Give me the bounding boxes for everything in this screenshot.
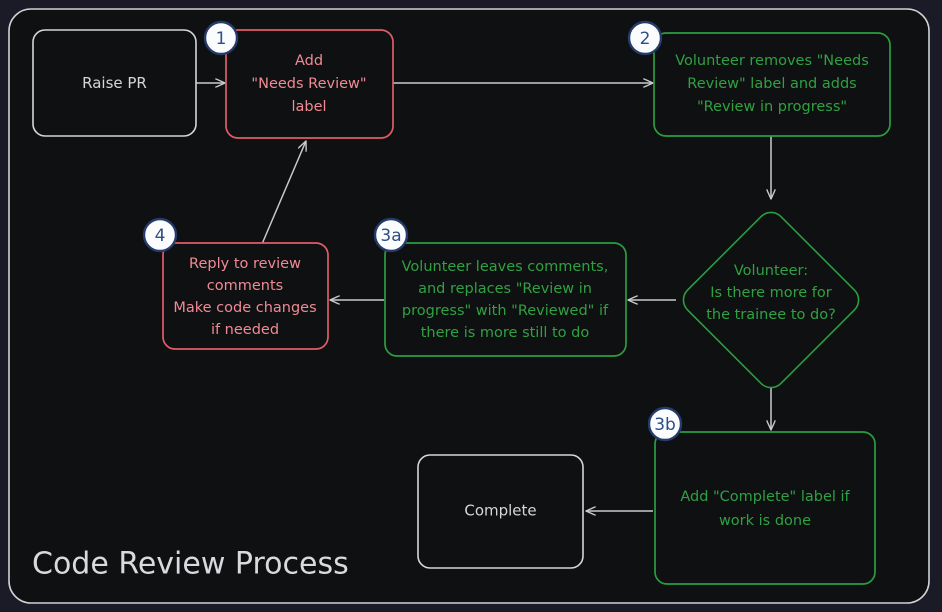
add-complete-label-node[interactable]: Add "Complete" label if work is done (654, 431, 876, 585)
add-complete-line-2: work is done (719, 513, 811, 529)
complete-node[interactable]: Complete (417, 454, 584, 569)
decision-more-work-node[interactable]: Volunteer: Is there more for the trainee… (678, 207, 865, 394)
volunteer-comments-box[interactable] (384, 242, 627, 357)
volunteer-removes-line-3: "Review in progress" (697, 99, 847, 115)
volunteer-removes-label-node[interactable]: Volunteer removes "Needs Review" label a… (653, 32, 891, 137)
reply-line-2: comments (207, 278, 283, 294)
badge-2-circle[interactable] (627, 20, 663, 56)
complete-label: Complete (464, 502, 536, 520)
reply-line-1: Reply to review (189, 256, 301, 272)
volunteer-removes-box[interactable] (653, 32, 891, 137)
add-needs-review-label-node[interactable]: Add "Needs Review" label (225, 29, 394, 139)
volunteer-comments-line-3: progress" with "Reviewed" if (402, 303, 609, 319)
volunteer-leaves-comments-node[interactable]: Volunteer leaves comments, and replaces … (384, 242, 627, 357)
badge-3b-label: 3b (654, 415, 676, 435)
volunteer-comments-line-1: Volunteer leaves comments, (402, 259, 609, 275)
complete-box[interactable] (417, 454, 584, 569)
badge-1[interactable]: 1 (203, 20, 239, 56)
volunteer-comments-line-4: there is more still to do (421, 325, 590, 341)
raise-pr-box[interactable] (32, 29, 197, 137)
volunteer-removes-line-1: Volunteer removes "Needs (675, 53, 869, 69)
badge-3b-circle[interactable] (647, 406, 683, 442)
volunteer-comments-line-2: and replaces "Review in (418, 281, 592, 297)
edge-reply-to-add-needs-review (261, 141, 306, 245)
badge-2-label: 2 (640, 29, 651, 49)
badge-3a[interactable]: 3a (373, 217, 409, 253)
decision-diamond-shape[interactable] (678, 207, 865, 394)
reply-line-3: Make code changes (173, 300, 316, 316)
volunteer-removes-line-2: Review" label and adds (687, 76, 856, 92)
add-complete-line-1: Add "Complete" label if (680, 489, 850, 505)
decision-line-1: Volunteer: (734, 263, 808, 279)
add-needs-review-box[interactable] (225, 29, 394, 139)
badge-4-circle[interactable] (142, 217, 178, 253)
decision-line-3: the trainee to do? (706, 307, 836, 323)
add-needs-review-line-1: Add (295, 53, 323, 69)
badge-2[interactable]: 2 (627, 20, 663, 56)
reply-to-review-comments-node[interactable]: Reply to review comments Make code chang… (162, 242, 329, 350)
badge-3b[interactable]: 3b (647, 406, 683, 442)
badge-3a-circle[interactable] (373, 217, 409, 253)
badge-4-label: 4 (155, 226, 166, 246)
add-needs-review-line-2: "Needs Review" (251, 76, 366, 92)
decision-line-2: Is there more for (710, 285, 832, 301)
badge-4[interactable]: 4 (142, 217, 178, 253)
reply-line-4: if needed (211, 322, 279, 338)
raise-pr-node[interactable]: Raise PR (32, 29, 197, 137)
badge-1-label: 1 (216, 29, 227, 49)
add-complete-box[interactable] (654, 431, 876, 585)
add-needs-review-line-3: label (291, 99, 326, 115)
reply-to-review-box[interactable] (162, 242, 329, 350)
page-title: Code Review Process (32, 547, 349, 582)
badge-3a-label: 3a (380, 226, 401, 246)
raise-pr-label: Raise PR (82, 74, 147, 92)
badge-1-circle[interactable] (203, 20, 239, 56)
